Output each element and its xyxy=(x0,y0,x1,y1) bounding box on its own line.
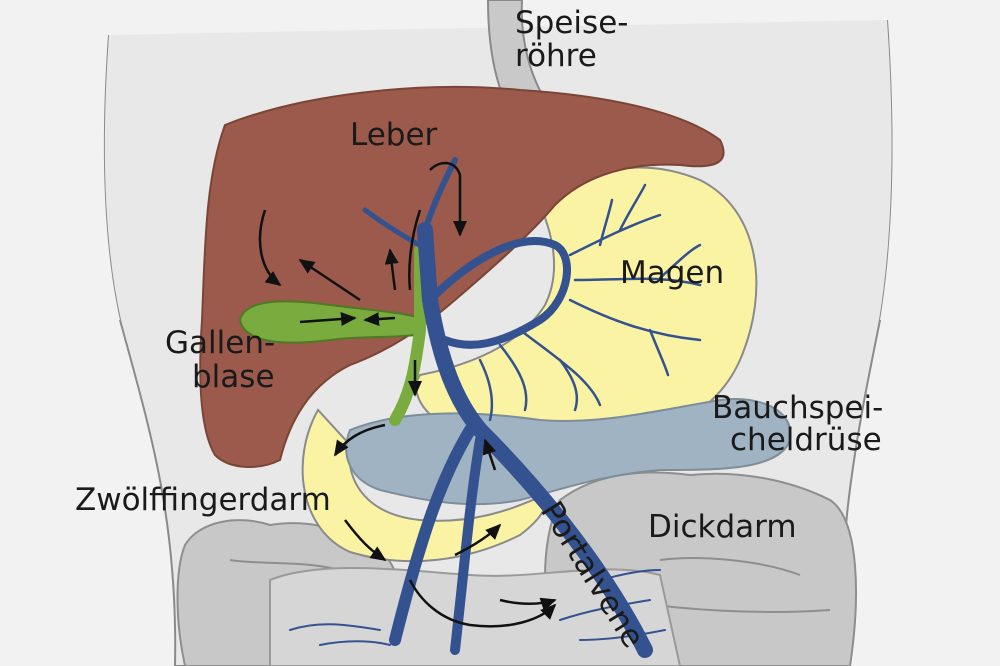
label-gallenblase-2: blase xyxy=(192,359,275,395)
flow-arrow xyxy=(333,423,386,457)
label-speiseroehre-1: Speise- xyxy=(515,5,628,41)
label-dickdarm: Dickdarm xyxy=(648,509,797,545)
label-bauchspeicheldruese-1: Bauchspei- xyxy=(712,390,883,426)
pancreas xyxy=(345,398,792,506)
label-zwoelffingerdarm: Zwölffingerdarm xyxy=(75,482,331,518)
flow-arrow xyxy=(299,312,357,326)
label-bauchspeicheldruese-2: cheldrüse xyxy=(730,422,882,458)
flow-arrow xyxy=(384,248,399,291)
flow-arrow xyxy=(408,579,557,628)
left-shoulder xyxy=(0,0,120,320)
label-speiseroehre-2: röhre xyxy=(515,38,597,74)
label-leber: Leber xyxy=(350,117,438,153)
flow-arrow xyxy=(482,438,497,471)
flow-arrows xyxy=(258,161,557,628)
flow-arrow xyxy=(429,161,467,237)
flow-arrow xyxy=(454,523,502,557)
label-gallenblase-1: Gallen- xyxy=(165,325,275,361)
duodenum xyxy=(301,408,548,563)
flow-arrow xyxy=(298,258,361,302)
right-shoulder xyxy=(880,0,1000,320)
flow-arrow xyxy=(499,597,557,612)
intestinal-vessels xyxy=(289,569,666,646)
flow-arrow xyxy=(344,519,387,562)
flow-arrow xyxy=(258,209,282,287)
bile-duct xyxy=(389,244,426,426)
label-magen: Magen xyxy=(620,255,724,291)
flow-arrow xyxy=(408,209,422,291)
stomach-vessels xyxy=(478,183,702,422)
flow-arrow xyxy=(363,312,396,327)
